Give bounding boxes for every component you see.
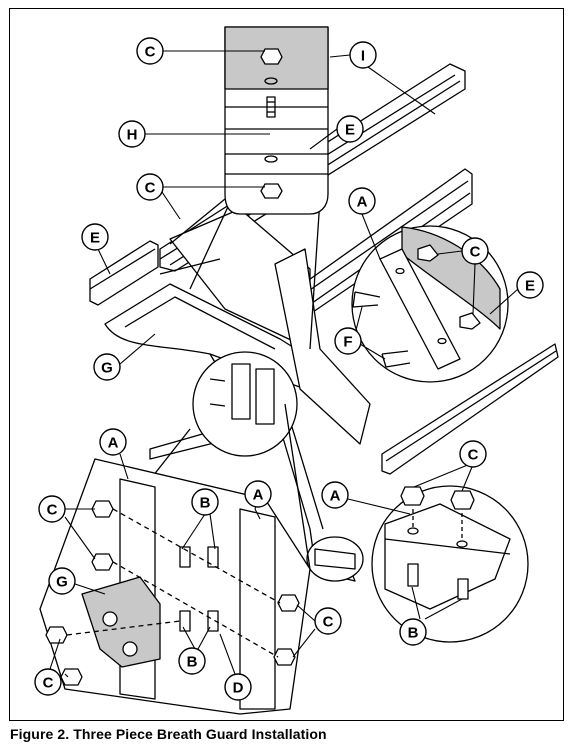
callout-i-top: I <box>361 48 365 65</box>
callout-c-bottom-right: C <box>468 447 479 464</box>
callout-e-top: E <box>345 122 355 139</box>
callout-g-lower: G <box>56 574 68 591</box>
callout-a-lower-right: A <box>330 488 341 505</box>
figure-frame: C I H E C E A C E F G A A B C G C B D C … <box>9 8 564 721</box>
callout-d-lower: D <box>233 680 244 697</box>
installation-diagram: C I H E C E A C E F G A A B C G C B D C … <box>34 26 559 715</box>
callout-c-lower-left: C <box>47 502 58 519</box>
callout-leaders <box>49 50 519 678</box>
callout-b-lower-top: B <box>200 495 211 512</box>
callout-h-mid: H <box>127 127 138 144</box>
lower-left-detail <box>39 458 311 715</box>
callout-circles <box>34 37 544 701</box>
callout-f-right: F <box>343 334 352 351</box>
lower-right-bracket-circle <box>306 536 364 582</box>
callout-e-left: E <box>90 230 100 247</box>
callout-g-left: G <box>101 360 113 377</box>
glass-panel-right <box>274 248 371 445</box>
callout-c-top: C <box>145 44 156 61</box>
callout-c-lower-right: C <box>323 614 334 631</box>
callout-c-lower-bottom: C <box>43 675 54 692</box>
upper-inset-card <box>224 26 329 215</box>
lower-rail <box>381 343 559 475</box>
left-post <box>89 240 159 306</box>
callout-c-right: C <box>470 244 481 261</box>
center-detail-circle <box>192 351 298 457</box>
lower-right-detail-circle <box>371 485 529 643</box>
callout-labels: C I H E C E A C E F G A A B C G C B D C … <box>43 44 535 697</box>
callout-a-lower-mid: A <box>253 487 264 504</box>
callout-c-mid: C <box>145 180 156 197</box>
callout-b-lower-bottom: B <box>187 654 198 671</box>
callout-e-right: E <box>525 278 535 295</box>
figure-caption: Figure 2. Three Piece Breath Guard Insta… <box>10 726 327 742</box>
callout-a-lower-left: A <box>108 435 119 452</box>
right-detail-circle <box>351 225 509 383</box>
callout-b-bottom-right: B <box>408 625 419 642</box>
callout-a-right: A <box>357 194 368 211</box>
